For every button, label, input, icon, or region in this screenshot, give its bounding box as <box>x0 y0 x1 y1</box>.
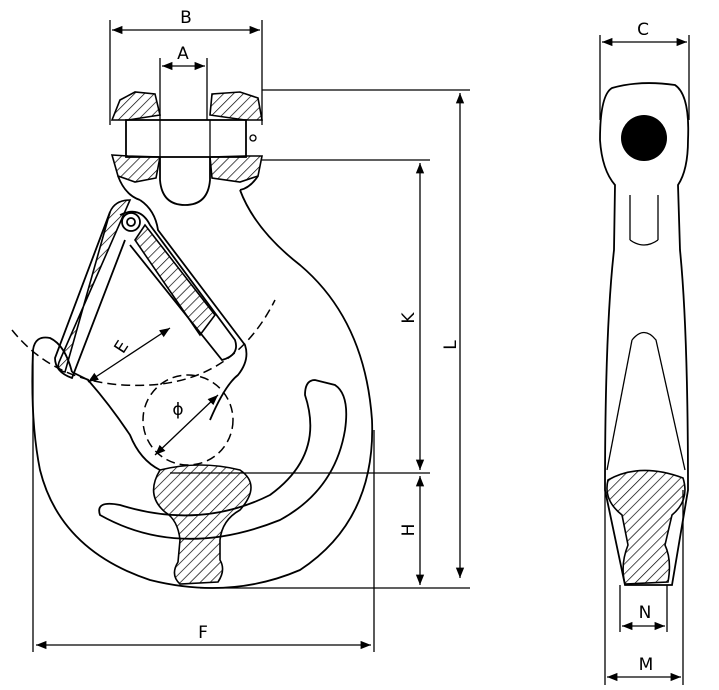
side-view <box>599 35 690 685</box>
throat-circle <box>142 374 234 466</box>
label-l: L <box>441 340 461 350</box>
label-h: H <box>399 524 419 537</box>
label-b: B <box>180 8 192 28</box>
label-c: C <box>637 20 649 40</box>
pin-section <box>621 115 667 161</box>
hook-body <box>31 189 374 589</box>
label-f: F <box>198 623 208 643</box>
latch-arc <box>11 299 276 387</box>
dimension-lines <box>32 20 470 652</box>
clevis-head <box>110 91 263 206</box>
label-phi: ϕ <box>172 400 183 420</box>
label-a: A <box>177 44 189 64</box>
label-n: N <box>639 603 652 623</box>
label-m: M <box>639 655 654 675</box>
label-k: K <box>399 312 419 324</box>
